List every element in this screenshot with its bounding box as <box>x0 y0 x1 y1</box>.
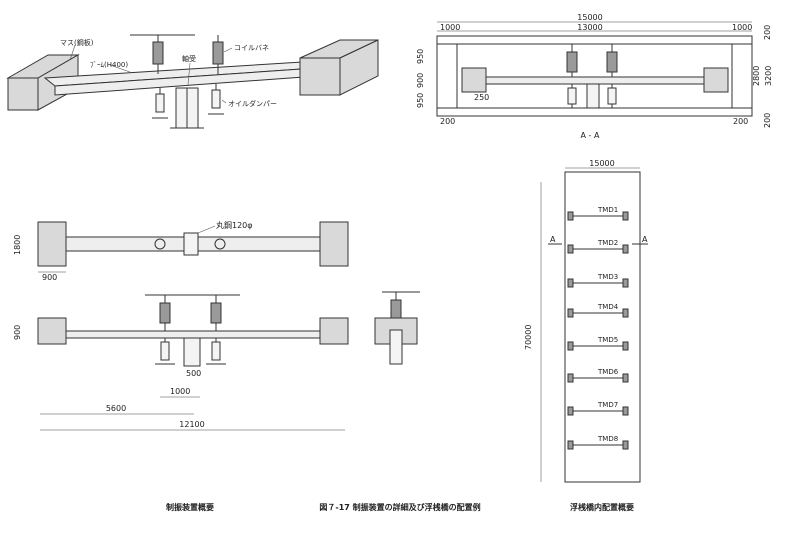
dim-200-bottom-right-h: 200 <box>733 117 748 126</box>
dim-500: 500 <box>186 369 201 378</box>
elev-left-mass <box>37 317 67 345</box>
elevation-view: 900 500 1000 5600 12100 <box>13 294 349 431</box>
leader-round-steel <box>197 225 216 234</box>
isometric-device-view: マス(鋼板) ﾌﾞｰﾑ(H400) コイルバネ 軸受 オイルダンパー <box>6 34 379 129</box>
section-bearing <box>586 83 600 109</box>
pier-layout-view: 15000 70000 A A TMD1 TMD2 TMD3 <box>524 159 648 483</box>
plan-damper-left <box>154 238 166 250</box>
caption-pier-layout: 浮桟橋内配置概要 <box>570 502 634 512</box>
dim-15000-top: 15000 <box>577 13 602 22</box>
label-round-steel: 丸鋼120φ <box>216 220 253 230</box>
label-mass: マス(鋼板) <box>60 38 94 47</box>
tmd-row-5: TMD5 <box>567 336 629 351</box>
section-beam <box>485 76 705 85</box>
side-spring <box>390 299 402 319</box>
iso-right-mass-front <box>299 57 341 96</box>
pier-outline <box>564 171 641 483</box>
arrow-a-right-label: A <box>642 235 648 244</box>
label-oil-damper: オイルダンパー <box>228 99 277 108</box>
dim-950-lower: 950 <box>416 93 425 108</box>
dim-1000-elev: 1000 <box>170 387 190 396</box>
iso-damper-left <box>152 88 168 119</box>
iso-spring-left <box>152 35 164 74</box>
section-label: A - A <box>581 131 600 140</box>
section-right-mass <box>703 67 729 93</box>
label-beam: ﾌﾞｰﾑ(H400) <box>90 61 128 69</box>
dim-200-bottom-left: 200 <box>440 117 455 126</box>
leader-bearing <box>187 62 191 86</box>
tmd-row-3: TMD3 <box>567 273 629 288</box>
dim-12100: 12100 <box>179 420 204 429</box>
elev-damper-right <box>206 338 226 365</box>
plan-damper-right <box>214 238 226 250</box>
plan-left-mass <box>37 221 67 267</box>
dim-200-top-right: 200 <box>763 25 772 40</box>
tmd-row-7: TMD7 <box>567 401 629 416</box>
dim-950-upper: 950 <box>416 49 425 64</box>
dim-1000-right: 1000 <box>732 23 752 32</box>
dim-1800: 1800 <box>13 235 22 255</box>
elev-spring-right <box>210 295 222 331</box>
label-bearing: 軸受 <box>182 54 196 63</box>
tmd-row-1: TMD1 <box>567 206 629 221</box>
tmd-label-7: TMD7 <box>597 401 618 409</box>
side-view <box>374 291 420 365</box>
leader-beam <box>109 64 131 73</box>
tmd-label-4: TMD4 <box>597 303 619 311</box>
label-coil-spring: コイルバネ <box>234 44 269 52</box>
tmd-label-3: TMD3 <box>597 273 618 281</box>
dim-2800: 2800 <box>752 66 761 86</box>
iso-bearing <box>170 87 204 129</box>
section-spring-right <box>606 44 618 77</box>
tmd-label-1: TMD1 <box>597 206 618 214</box>
dim-70000: 70000 <box>524 325 533 350</box>
dim-5600: 5600 <box>106 404 126 413</box>
section-damper-left <box>567 84 577 108</box>
dim-900-plan: 900 <box>42 273 57 282</box>
caption-figure: 図７-17 制振装置の詳細及び浮桟橋の配置例 <box>319 502 480 512</box>
elev-bearing <box>183 337 201 367</box>
section-spring-left <box>566 44 578 77</box>
section-left-mass <box>461 67 487 93</box>
plan-right-mass <box>319 221 349 267</box>
tmd-row-2: TMD2 <box>567 239 629 254</box>
dim-200-bottom-right: 200 <box>763 113 772 128</box>
tmd-label-2: TMD2 <box>597 239 618 247</box>
tmd-label-8: TMD8 <box>597 435 618 443</box>
iso-spring-right <box>212 35 224 74</box>
side-damper <box>389 329 403 365</box>
tmd-row-6: TMD6 <box>567 368 629 383</box>
iso-right-mass-side <box>339 39 379 96</box>
elev-damper-left <box>155 338 175 365</box>
tmd-row-8: TMD8 <box>567 435 629 450</box>
tmd-label-5: TMD5 <box>597 336 618 344</box>
tmd-row-4: TMD4 <box>567 303 629 318</box>
section-hull-outline <box>436 35 753 117</box>
section-a-a-view: 15000 1000 13000 1000 <box>416 13 773 140</box>
elev-beam <box>65 330 321 339</box>
plan-round-steel <box>183 232 199 256</box>
iso-damper-right <box>208 84 224 115</box>
dim-15000-pier: 15000 <box>589 159 614 168</box>
leader-spring <box>223 47 233 53</box>
dim-900-section: 900 <box>416 73 425 88</box>
arrow-a-left-label: A <box>550 235 556 244</box>
leader-damper <box>221 99 227 104</box>
iso-left-mass-front <box>7 77 39 111</box>
elev-right-mass <box>319 317 349 345</box>
leader-mass <box>69 44 76 61</box>
dim-3200: 3200 <box>764 66 773 86</box>
plan-view: 丸鋼120φ 1800 900 <box>13 220 349 282</box>
dim-250: 250 <box>474 93 489 102</box>
caption-device-overview: 制振装置概要 <box>166 502 214 512</box>
dim-1000-left: 1000 <box>440 23 460 32</box>
tmd-label-6: TMD6 <box>597 368 619 376</box>
elev-spring-left <box>159 295 171 331</box>
section-damper-right <box>607 84 617 108</box>
dim-13000: 13000 <box>577 23 602 32</box>
dim-900-elev: 900 <box>13 325 22 340</box>
